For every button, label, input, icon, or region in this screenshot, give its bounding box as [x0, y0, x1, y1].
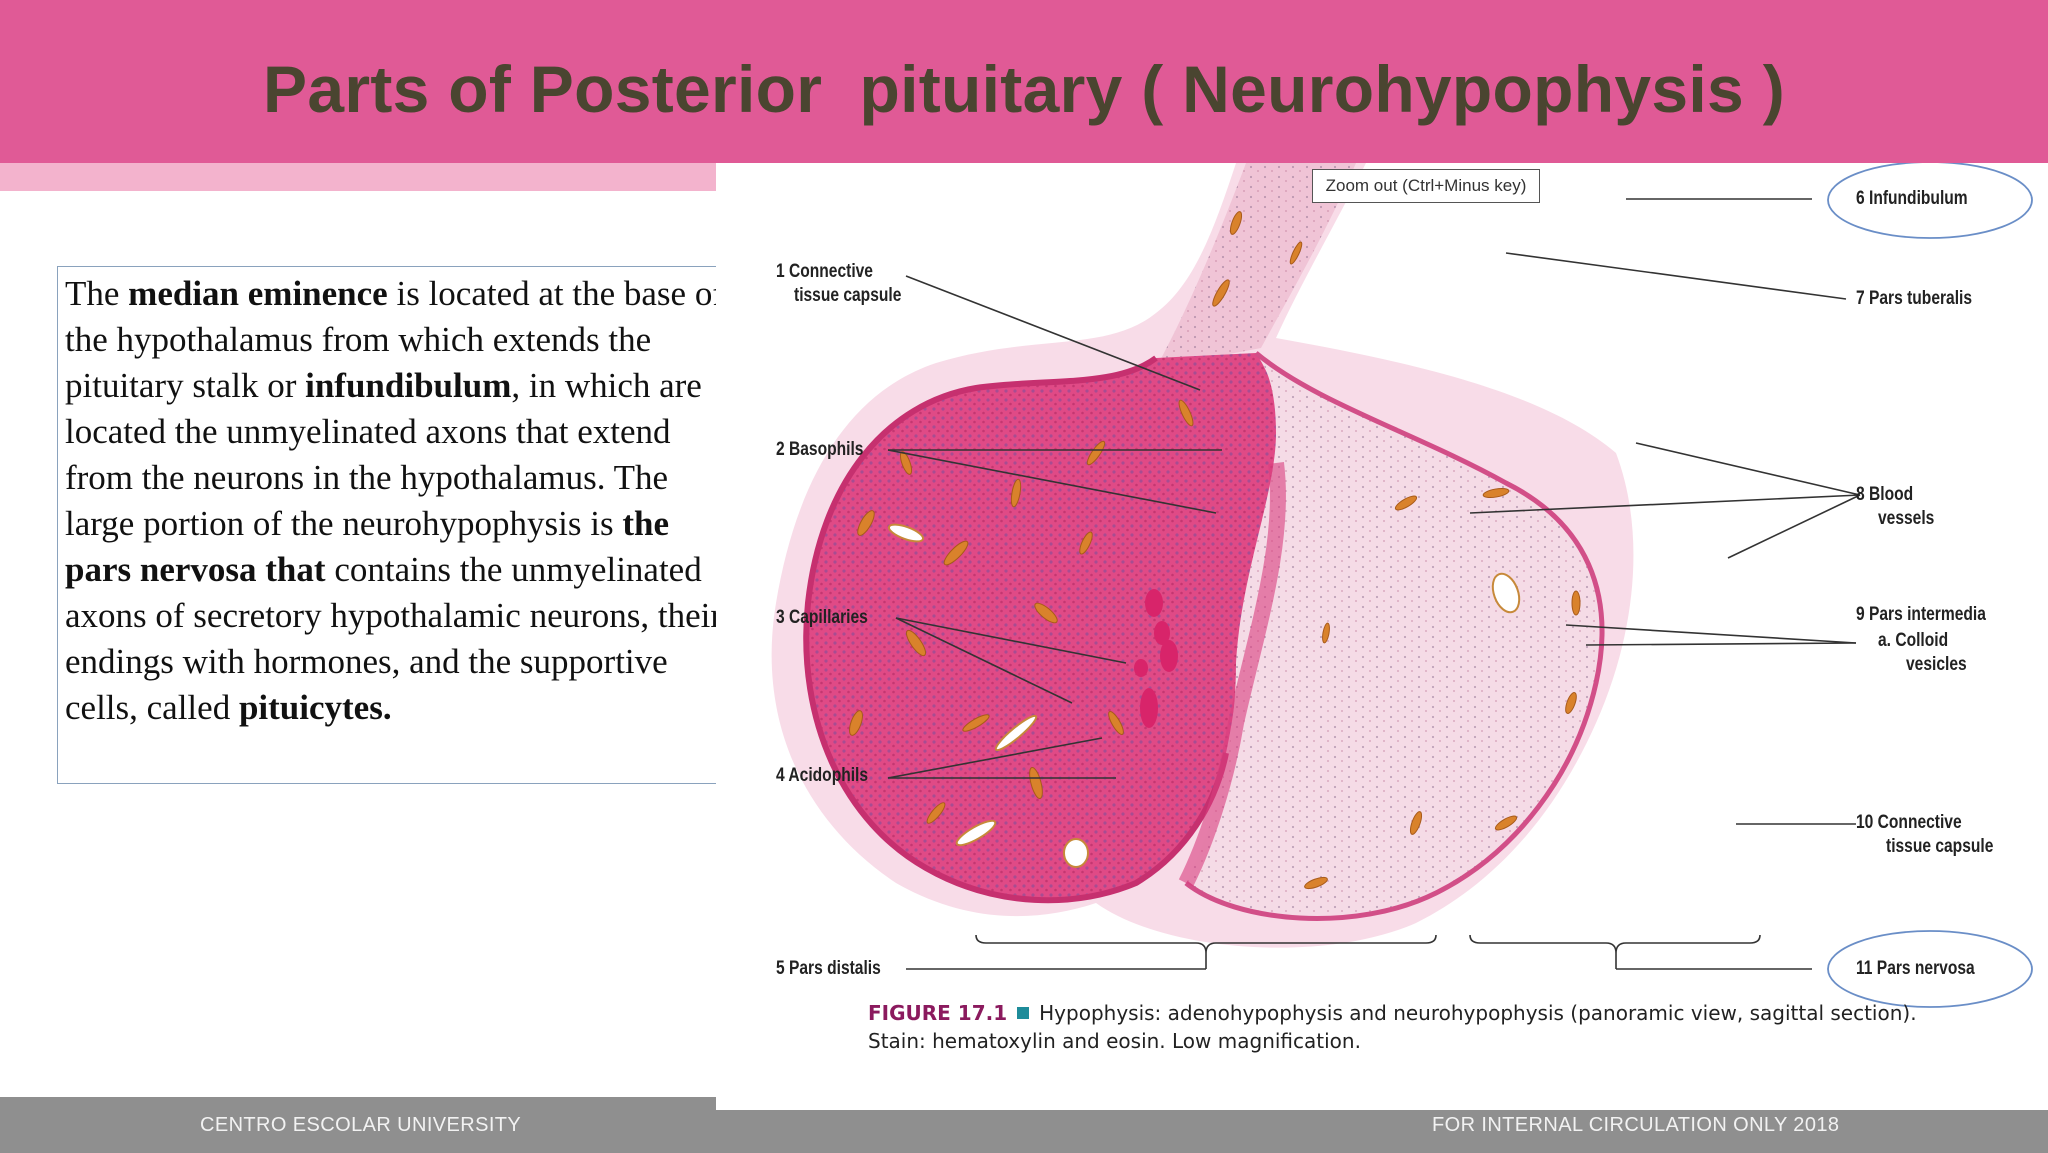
term-infundibulum: infundibulum — [305, 366, 512, 405]
caption-line-1: Hypophysis: adenohypophysis and neurohyp… — [1039, 1001, 1917, 1025]
histology-illustration — [771, 163, 2033, 1008]
pars-intermedia-band — [1178, 462, 1286, 887]
pars-distalis-texture — [806, 353, 1285, 901]
body-text-box: The median eminence is located at the ba… — [57, 266, 745, 784]
term-pars-nervosa: the pars nervosa that — [65, 504, 669, 589]
label-10-tissue-capsule: tissue capsule — [1886, 836, 1994, 857]
term-pituicytes: pituicytes. — [238, 688, 392, 727]
label-2-basophils: 2 Basophils — [776, 439, 864, 460]
highlight-oval-pars-nervosa — [1827, 930, 2033, 1008]
figure-caption: FIGURE 17.1 Hypophysis: adenohypophysis a… — [868, 999, 1968, 1055]
label-6-infundibulum: 6 Infundibulum — [1856, 188, 1968, 209]
label-9-pars-intermedia: 9 Pars intermedia — [1856, 604, 1986, 625]
colloid-vesicle — [1140, 688, 1158, 728]
label-4-acidophils: 4 Acidophils — [776, 765, 869, 786]
histology-figure: Zoom out (Ctrl+Minus key) 1 Connective t… — [716, 163, 2048, 1111]
vessel-lumens — [887, 523, 1521, 868]
colloid-vesicle — [1134, 659, 1148, 677]
colloid-vesicle — [1160, 640, 1178, 672]
label-11-pars-nervosa: 11 Pars nervosa — [1856, 958, 1975, 979]
highlight-oval-infundibulum — [1827, 163, 2033, 239]
capsule-outline — [803, 355, 1229, 904]
caption-square-icon — [1017, 1007, 1030, 1019]
leader-lines — [887, 198, 1861, 970]
zoom-tooltip: Zoom out (Ctrl+Minus key) — [1312, 169, 1540, 203]
label-1-tissue-capsule: tissue capsule — [794, 285, 902, 306]
label-3-capillaries: 3 Capillaries — [776, 607, 868, 628]
colloid-vesicle — [1154, 621, 1170, 645]
label-7-pars-tuberalis: 7 Pars tuberalis — [1856, 288, 1973, 309]
body-text-run: contains the unmyelinated axons of secre… — [65, 550, 723, 727]
title-band — [0, 0, 2048, 163]
footer-university: CENTRO ESCOLAR UNIVERSITY — [200, 1114, 522, 1136]
body-text-run: The — [65, 274, 129, 313]
pars-nervosa-brace — [1469, 934, 1761, 954]
label-9a-vesicles: vesicles — [1906, 654, 1967, 675]
label-8-blood: 8 Blood — [1856, 484, 1914, 505]
slide-title: Parts of Posterior pituitary ( Neurohypo… — [263, 52, 1785, 126]
label-10-connective: 10 Connective — [1856, 812, 1962, 833]
footer-band — [0, 1110, 2048, 1153]
colloid-vesicle — [1145, 589, 1163, 617]
figure-number: FIGURE 17.1 — [868, 1001, 1008, 1025]
label-9a-colloid: a. Colloid — [1878, 630, 1949, 651]
label-8-vessels: vessels — [1878, 508, 1935, 529]
body-text-run: , in which are located the unmyelinated … — [65, 366, 702, 543]
caption-line-2: Stain: hematoxylin and eosin. Low magnif… — [868, 1029, 1361, 1053]
footer-step — [0, 1097, 716, 1111]
label-5-pars-distalis: 5 Pars distalis — [776, 958, 881, 979]
body-text-run: is located at the base of the hypothalam… — [65, 274, 724, 405]
accent-strip — [0, 163, 716, 191]
blood-vessels — [849, 211, 1581, 890]
footer-notice: FOR INTERNAL CIRCULATION ONLY 2018 — [1432, 1114, 1840, 1136]
infundibulum-texture — [1156, 163, 1356, 368]
nervosa-capsule-outline — [1184, 351, 1605, 921]
term-median-eminence: median eminence — [128, 274, 388, 313]
label-1-connective: 1 Connective — [776, 261, 873, 282]
